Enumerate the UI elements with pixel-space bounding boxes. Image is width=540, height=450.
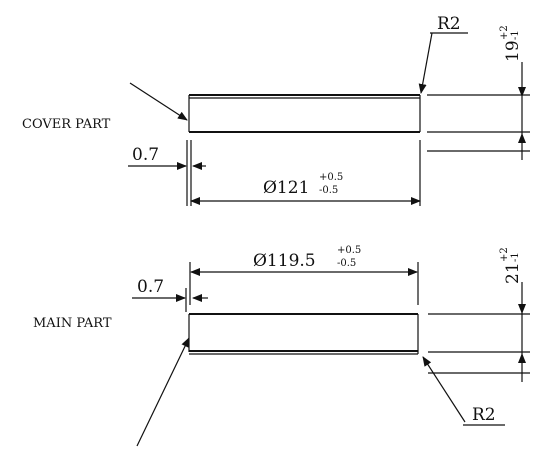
- cover-diameter-value: Ø121: [263, 178, 309, 198]
- cover-diameter-tol-minus: -0.5: [319, 185, 338, 196]
- main-height-tol-plus: +2: [499, 247, 510, 262]
- main-diameter-tol-plus: +0.5: [337, 245, 361, 256]
- cover-radius-leader: [418, 32, 433, 94]
- main-radius-label: R2: [472, 405, 496, 425]
- main-diameter-value: Ø119.5: [253, 251, 316, 271]
- main-part-view: Ø119.5 +0.5 -0.5 0.7 21 +2 -1 MAIN PART: [33, 245, 530, 447]
- main-radius-leader: [422, 356, 466, 423]
- main-height-value: 21: [503, 262, 523, 284]
- cover-height-value: 19: [503, 40, 523, 62]
- cover-part-leader: [129, 82, 188, 121]
- main-gap-value: 0.7: [137, 277, 164, 297]
- cover-radius-label: R2: [437, 14, 461, 34]
- cover-gap-value: 0.7: [132, 145, 159, 165]
- main-part-label: MAIN PART: [33, 316, 112, 331]
- main-height-tol-minus: -1: [510, 252, 521, 262]
- cover-diameter-tol-plus: +0.5: [319, 172, 343, 183]
- main-diameter-tol-minus: -0.5: [337, 258, 356, 269]
- cover-part-view: COVER PART R2 19 +2 -1 0.7 Ø121 +0.5 -0.…: [22, 14, 530, 206]
- cover-height-tol-plus: +2: [499, 25, 510, 40]
- cover-part-label: COVER PART: [22, 117, 111, 132]
- cover-height-tol-minus: -1: [510, 30, 521, 40]
- main-part-leader: [136, 337, 190, 447]
